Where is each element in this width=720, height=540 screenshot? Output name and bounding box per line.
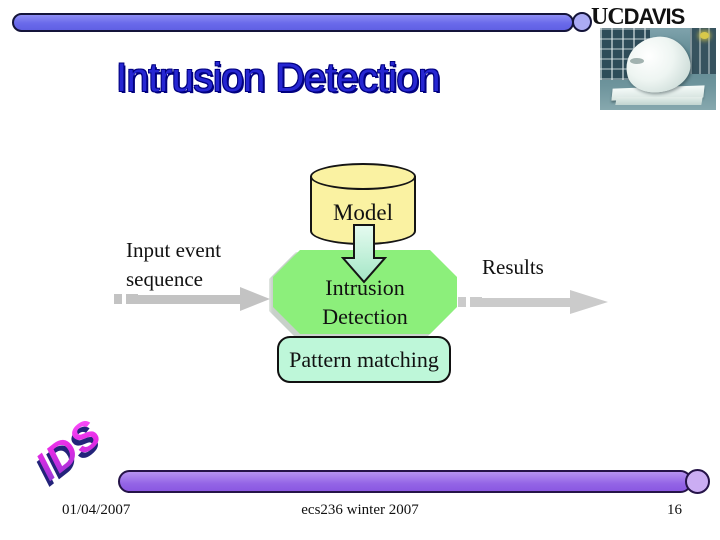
ucdavis-wordmark: UCDAVIS xyxy=(591,4,686,31)
bottom-bar-end-knob xyxy=(685,469,710,494)
model-cylinder: Model xyxy=(310,163,416,245)
model-cylinder-top xyxy=(310,163,416,190)
input-event-sequence-label: Input event sequence xyxy=(126,238,222,291)
slide-title: Intrusion Detection xyxy=(116,56,441,100)
bottom-divider-bar xyxy=(118,470,692,493)
top-bar-end-knob xyxy=(572,12,592,32)
photo-book-pedestal-lower xyxy=(615,97,703,105)
results-flow-arrow-icon xyxy=(458,290,608,314)
footer-course: ecs236 winter 2007 xyxy=(301,502,419,518)
input-flow-arrow-icon xyxy=(114,287,270,311)
intrusion-detection-label: Intrusion Detection xyxy=(322,275,408,329)
pattern-matching-box: Pattern matching xyxy=(277,336,451,383)
footer-date: 01/04/2007 xyxy=(62,502,131,518)
down-arrow-icon xyxy=(341,224,387,284)
uc-letters: UC xyxy=(591,4,625,30)
ids-wordart-fill: IDS xyxy=(28,411,111,489)
pattern-matching-label: Pattern matching xyxy=(289,346,439,372)
results-label: Results xyxy=(482,255,544,279)
top-divider-bar xyxy=(12,13,574,32)
footer-page-number: 16 xyxy=(667,502,682,518)
photo-egghead-eye xyxy=(630,58,644,64)
photo-lamp-light xyxy=(700,32,709,39)
egghead-sculpture-photo xyxy=(600,28,716,110)
model-label: Model xyxy=(332,200,394,225)
davis-letters: DAVIS xyxy=(623,4,686,29)
